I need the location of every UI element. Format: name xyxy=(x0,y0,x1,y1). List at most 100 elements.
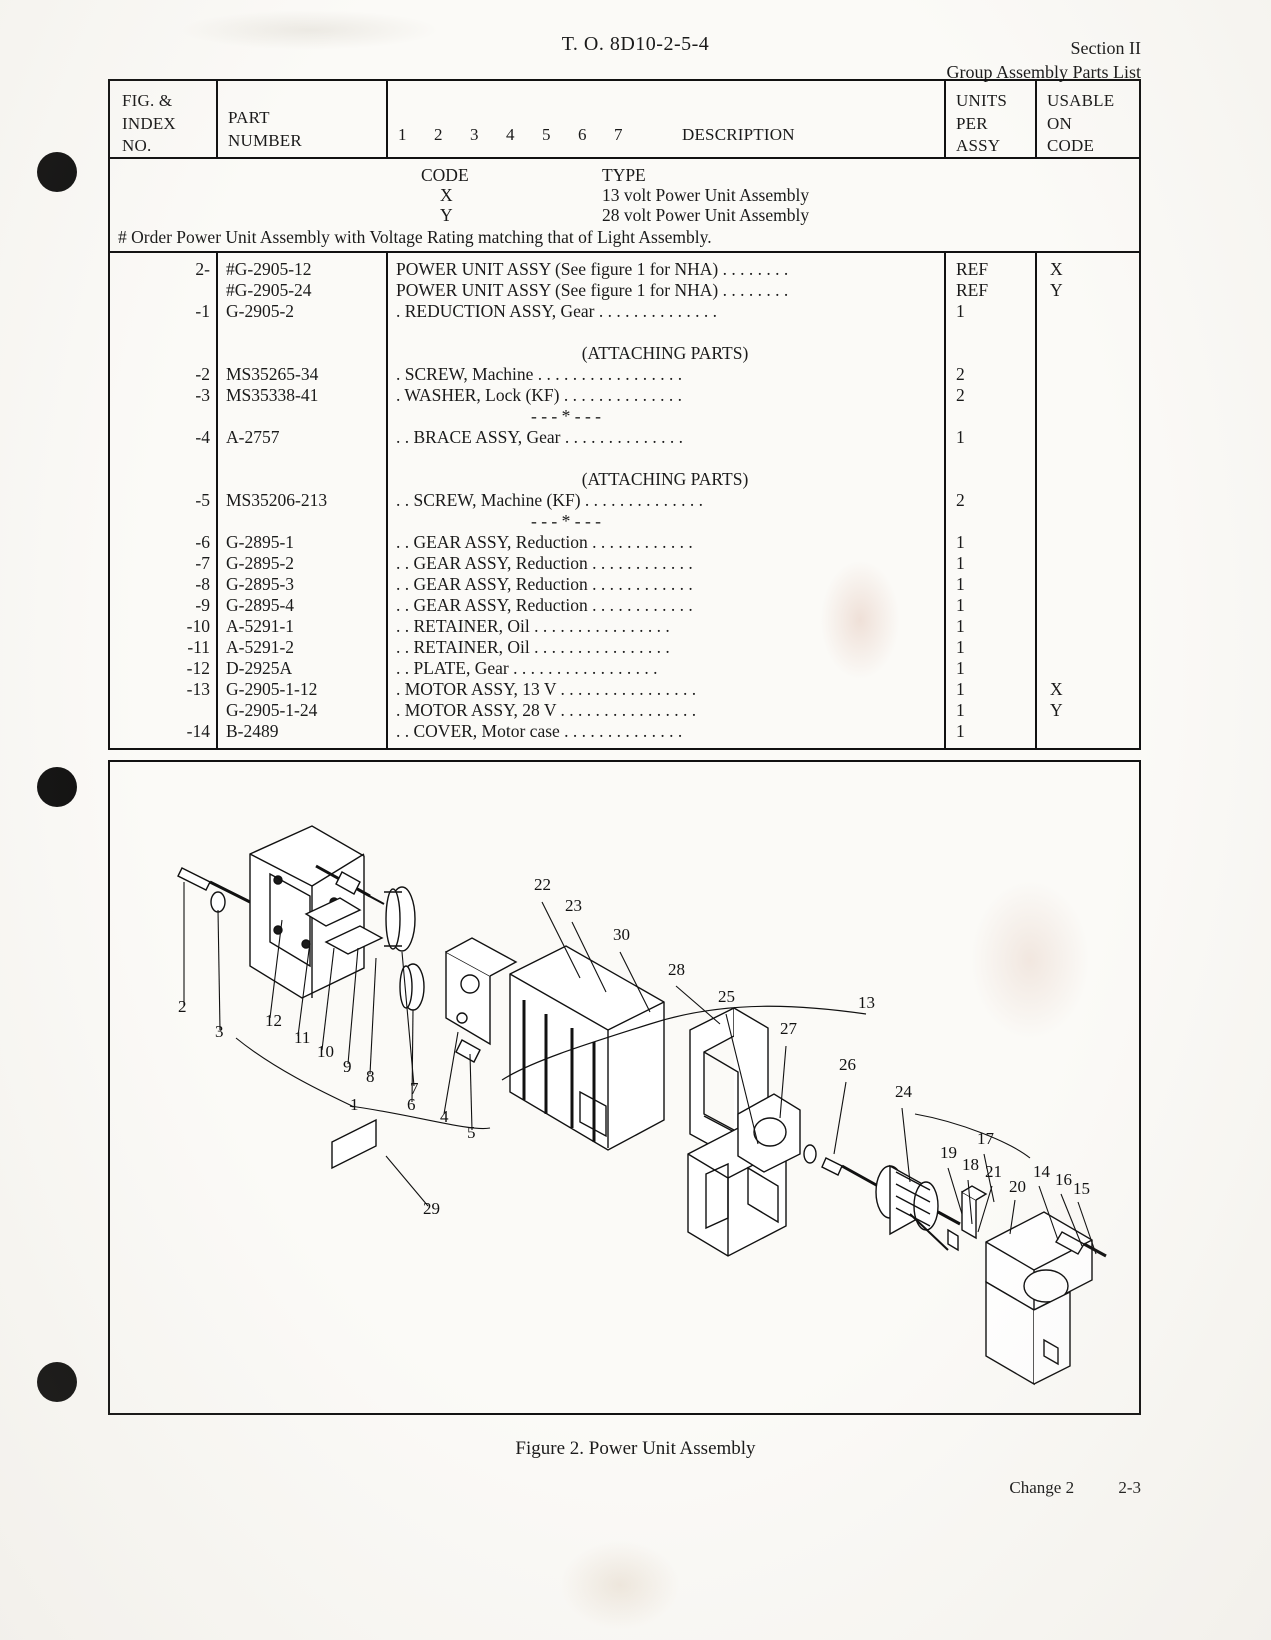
figure-callout-number: 1 xyxy=(350,1095,359,1114)
cell-fig-index: 2- xyxy=(195,259,210,279)
cell-part-number: A-5291-1 xyxy=(226,616,295,636)
cell-usable-on-code: X xyxy=(1050,679,1063,699)
cell-units-per-assy: REF xyxy=(956,280,989,300)
table-row: G-2905-1-24. MOTOR ASSY, 28 V . . . . . … xyxy=(110,700,1139,721)
header-usable-on-code: USABLE ON CODE xyxy=(1047,91,1115,156)
figure-callout-number: 5 xyxy=(467,1123,476,1142)
figure-callout-number: 16 xyxy=(1055,1170,1072,1189)
technical-order-number: T. O. 8D10-2-5-4 xyxy=(561,33,710,55)
cell-part-number: #G-2905-12 xyxy=(226,259,312,279)
figure-callout-number: 22 xyxy=(534,875,551,894)
cell-fig-index: -5 xyxy=(195,490,210,510)
figure-callout-number: 29 xyxy=(423,1199,440,1218)
cell-units-per-assy: 1 xyxy=(956,595,965,615)
exploded-view-diagram: 2223302825132726242312111098764512919181… xyxy=(177,825,1107,1386)
section-subtitle: Group Assembly Parts List xyxy=(946,62,1141,83)
cell-description: . . RETAINER, Oil . . . . . . . . . . . … xyxy=(396,637,670,657)
figure-callout-number: 23 xyxy=(565,896,582,915)
figure-callout-number: 26 xyxy=(839,1055,856,1074)
table-row-note: (ATTACHING PARTS) xyxy=(581,343,749,363)
cell-description: . . RETAINER, Oil . . . . . . . . . . . … xyxy=(396,616,670,636)
note-order-instruction: # Order Power Unit Assembly with Voltage… xyxy=(118,227,712,247)
cell-fig-index: -11 xyxy=(187,637,210,657)
cell-usable-on-code: Y xyxy=(1050,280,1063,300)
table-row-note: - - - * - - - xyxy=(531,511,601,531)
cell-fig-index: -4 xyxy=(195,427,210,447)
cell-fig-index: -9 xyxy=(195,595,210,615)
cell-description: . . GEAR ASSY, Reduction . . . . . . . .… xyxy=(396,595,693,615)
table-row-note: (ATTACHING PARTS) xyxy=(581,469,749,489)
figure-callout-number: 17 xyxy=(977,1129,995,1148)
punch-hole xyxy=(37,1362,77,1402)
cell-description: . MOTOR ASSY, 13 V . . . . . . . . . . .… xyxy=(396,679,697,699)
table-row-note: - - - * - - - xyxy=(531,406,601,426)
cell-part-number: MS35338-41 xyxy=(226,385,319,405)
cell-part-number: G-2895-4 xyxy=(226,595,295,615)
cell-fig-index: -2 xyxy=(195,364,210,384)
cell-description: . SCREW, Machine . . . . . . . . . . . .… xyxy=(396,364,683,384)
figure-callout-number: 30 xyxy=(613,925,630,944)
figure-callout-number: 7 xyxy=(410,1079,419,1098)
cell-description: . . BRACE ASSY, Gear . . . . . . . . . .… xyxy=(396,427,683,447)
table-row: - - - * - - - xyxy=(110,406,1139,427)
code-type-note: CODE TYPE X 13 volt Power Unit Assembly … xyxy=(110,159,1139,253)
figure-callout-number: 2 xyxy=(178,997,187,1016)
cell-fig-index: -12 xyxy=(186,658,210,678)
table-row: -9 G-2895-4 . . GEAR ASSY, Reduction . . .… xyxy=(110,595,1139,616)
cell-description: . . GEAR ASSY, Reduction . . . . . . . .… xyxy=(396,553,693,573)
figure-callout-number: 18 xyxy=(962,1155,979,1174)
punch-hole xyxy=(37,767,77,807)
note-type-x: 13 volt Power Unit Assembly xyxy=(602,185,810,205)
figure-callout-number: 10 xyxy=(317,1042,334,1061)
figure-callout-number: 25 xyxy=(718,987,735,1006)
figure-callout-number: 9 xyxy=(343,1057,352,1076)
cell-part-number: G-2905-1-24 xyxy=(226,700,318,720)
cell-part-number: D-2925A xyxy=(226,658,293,678)
cell-units-per-assy: 1 xyxy=(956,553,965,573)
cell-fig-index: -10 xyxy=(186,616,210,636)
cell-units-per-assy: 2 xyxy=(956,385,965,405)
page-number: 2-3 xyxy=(1118,1478,1141,1497)
figure-callout-number: 8 xyxy=(366,1067,375,1086)
cell-part-number: #G-2905-24 xyxy=(226,280,312,300)
figure-callout-number: 19 xyxy=(940,1143,957,1162)
cell-part-number: G-2895-3 xyxy=(226,574,295,594)
cell-part-number: A-2757 xyxy=(226,427,280,447)
table-row: (ATTACHING PARTS) xyxy=(110,343,1139,364)
figure-callout-number: 27 xyxy=(780,1019,798,1038)
figure-callout-number: 11 xyxy=(294,1028,310,1047)
figure-callout-number: 15 xyxy=(1073,1179,1090,1198)
scan-smudge xyxy=(560,1540,680,1630)
cell-description: POWER UNIT ASSY (See figure 1 for NHA) .… xyxy=(396,280,789,300)
cell-description: . REDUCTION ASSY, Gear . . . . . . . . .… xyxy=(396,301,717,321)
figure-callout-number: 4 xyxy=(440,1107,449,1126)
change-label: Change 2 xyxy=(1009,1478,1075,1497)
cell-usable-on-code: Y xyxy=(1050,700,1063,720)
cell-fig-index: -7 xyxy=(195,553,210,573)
cell-part-number: B-2489 xyxy=(226,721,279,741)
header-fig-index: FIG. & INDEX NO. xyxy=(122,91,176,156)
figure-callout-number: 20 xyxy=(1009,1177,1026,1196)
cell-units-per-assy: 1 xyxy=(956,637,965,657)
note-code-x: X xyxy=(440,185,453,205)
table-row: -4 A-2757 . . BRACE ASSY, Gear . . . . . .… xyxy=(110,427,1139,448)
figure-callout-number: 14 xyxy=(1033,1162,1051,1181)
cell-units-per-assy: 2 xyxy=(956,364,965,384)
note-type-y: 28 volt Power Unit Assembly xyxy=(602,205,810,225)
section-label: Section II xyxy=(1070,38,1141,58)
cell-description: . WASHER, Lock (KF) . . . . . . . . . . … xyxy=(396,385,682,405)
figure-callout-number: 3 xyxy=(215,1022,224,1041)
cell-part-number: G-2905-2 xyxy=(226,301,295,321)
